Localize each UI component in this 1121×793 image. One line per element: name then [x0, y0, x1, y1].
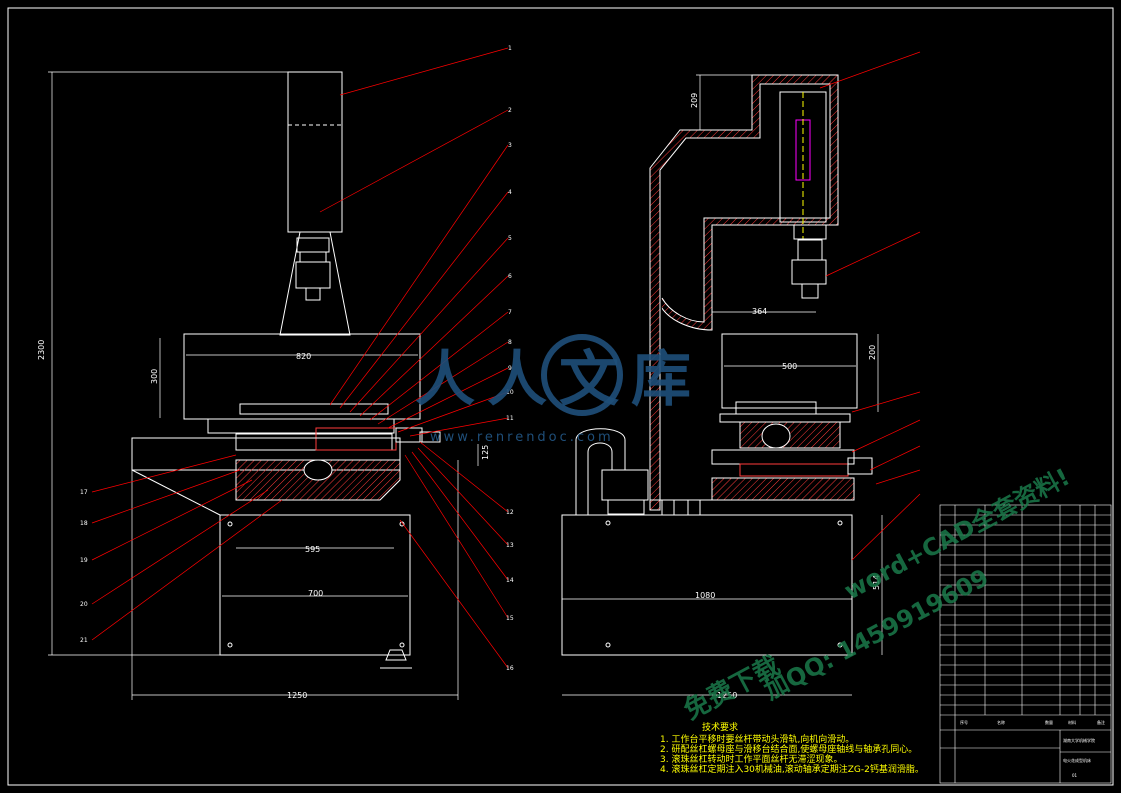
callout-17: 17: [80, 489, 88, 496]
bom-col-qty: 数量: [1045, 719, 1053, 725]
logo-watermark: 人人文库 www.renrendoc.com: [415, 334, 703, 445]
leader-lines-right: [819, 51, 921, 561]
tech-item-2: 2. 研配丝杠螺母座与滑移台结合面,使螺母座轴线与轴承孔同心。: [660, 743, 917, 755]
right-work-tank: [721, 333, 858, 409]
callout-18: 18: [80, 520, 88, 527]
dim-left-overall-width: 1250: [287, 691, 307, 700]
tech-item-4: 4. 滚珠丝杠定期注入30机械油,滚动轴承定期注ZG-2钙基润滑脂。: [660, 763, 924, 775]
right-view: [561, 74, 873, 656]
dim-right-head-height: 209: [690, 93, 699, 108]
left-dimensions: [48, 71, 479, 700]
bom-col-seq: 序号: [960, 719, 968, 725]
dim-left-base-inner: 595: [305, 545, 320, 554]
tech-item-1: 1. 工作台平移时要丝杆带动头滑轨,向机向滑动。: [660, 733, 854, 745]
title-block: [939, 504, 1112, 784]
callout-21: 21: [80, 637, 88, 644]
callout-4: 4: [508, 189, 512, 196]
dim-left-table-height: 300: [150, 369, 159, 384]
callout-5: 5: [508, 235, 512, 242]
logo-url: www.renrendoc.com: [430, 430, 614, 445]
title-block-org: 湖南大学机械学院: [1063, 737, 1095, 743]
dim-right-overall-width: 1250: [717, 691, 737, 700]
callout-1: 1: [508, 45, 512, 52]
leader-lines-left: [91, 47, 509, 669]
right-dimensions: [562, 74, 883, 696]
logo-brand: 人人文库: [415, 345, 703, 415]
callout-9: 9: [508, 365, 512, 372]
dim-right-table-width: 500: [782, 362, 797, 371]
dim-left-slide-height: 125: [481, 445, 490, 460]
work-tank: [183, 333, 421, 420]
left-view: [131, 71, 441, 669]
callout-14: 14: [506, 577, 514, 584]
callout-numbers-right: 1 2 3 4 5 6 7 8 9 10 11 12 13 14 15 16: [506, 45, 514, 672]
callout-3: 3: [508, 142, 512, 149]
callout-2: 2: [508, 107, 512, 114]
text-watermarks: 免费下载 加QQ: 1459919609 word+CAD全套资料!: [679, 463, 1075, 726]
bom-col-note: 备注: [1097, 719, 1105, 725]
title-block-drawing-name: 电火花成型机床: [1063, 757, 1091, 763]
column-upper: [287, 71, 343, 233]
bom-col-material: 材料: [1068, 719, 1076, 725]
dim-height-total: 2300: [37, 340, 46, 360]
title-block-sheet: 01: [1072, 773, 1078, 778]
title-block-labels: 序号 名称 数量 材料 备注 湖南大学机械学院 电火花成型机床 01: [960, 719, 1105, 778]
tech-requirements-title: 技术要求: [702, 721, 738, 733]
callout-19: 19: [80, 557, 88, 564]
right-machine-base: [561, 514, 853, 656]
tech-requirements: 技术要求 1. 工作台平移时要丝杆带动头滑轨,向机向滑动。 2. 研配丝杠螺母座…: [660, 721, 924, 775]
callout-20: 20: [80, 601, 88, 608]
callout-12: 12: [506, 509, 514, 516]
column-taper: [279, 231, 351, 336]
callout-10: 10: [506, 389, 514, 396]
callout-11: 11: [506, 415, 514, 422]
callout-16: 16: [506, 665, 514, 672]
callout-6: 6: [508, 273, 512, 280]
callout-8: 8: [508, 339, 512, 346]
dim-right-throat: 364: [752, 307, 767, 316]
dim-right-base-height: 514: [872, 575, 881, 590]
callout-numbers-left: 17 18 19 20 21: [80, 489, 88, 644]
drawing-frame: [7, 7, 1114, 786]
machine-base: [219, 514, 411, 656]
dim-right-base-width: 1080: [695, 591, 715, 600]
tech-item-3: 3. 滚珠丝杠转动时工作平面丝杆无滞涩现象。: [660, 753, 842, 765]
callout-15: 15: [506, 615, 514, 622]
logo-circle: [541, 334, 623, 416]
callout-13: 13: [506, 542, 514, 549]
dim-left-table-width: 820: [296, 352, 311, 361]
callout-7: 7: [508, 309, 512, 316]
dim-left-base-width: 700: [308, 589, 323, 598]
bom-col-name: 名称: [997, 719, 1005, 725]
dim-right-table-height: 200: [868, 345, 877, 360]
